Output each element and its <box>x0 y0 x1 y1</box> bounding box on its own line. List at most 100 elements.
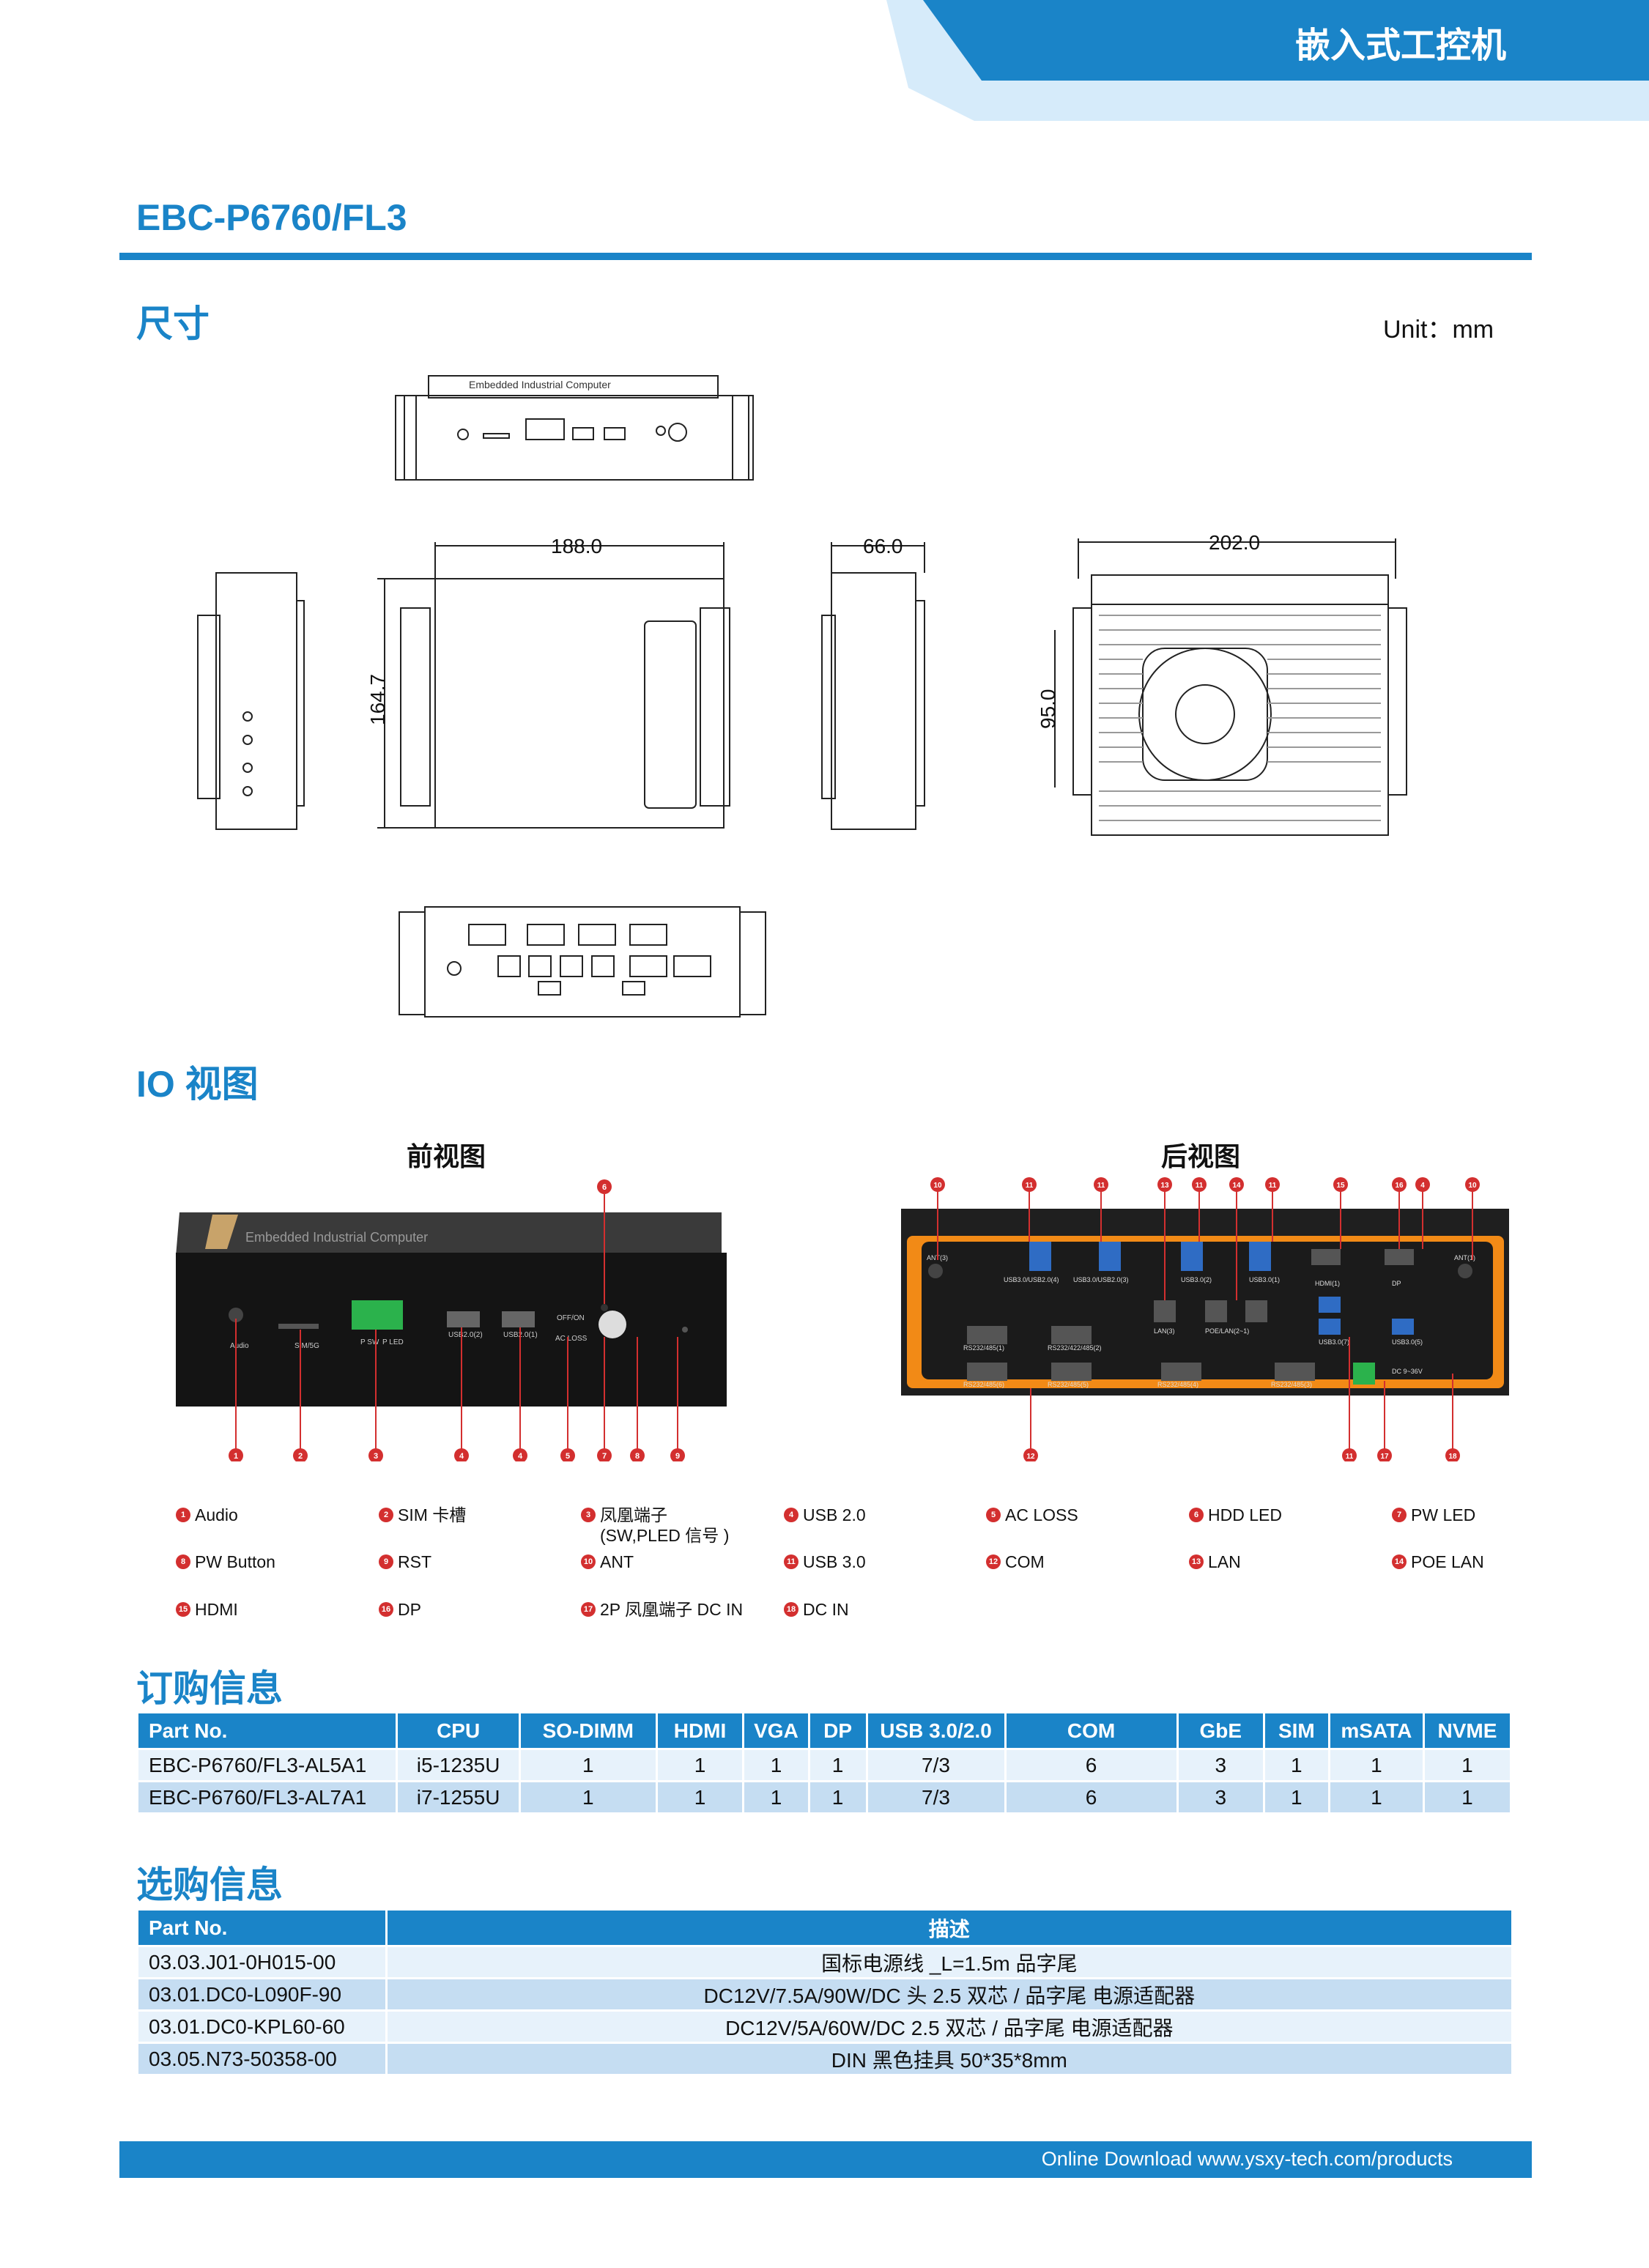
table-cell: DC12V/7.5A/90W/DC 头 2.5 双芯 / 品字尾 电源适配器 <box>385 1977 1514 2012</box>
table-cell: EBC-P6760/FL3-AL5A1 <box>136 1748 399 1782</box>
legend-label: SIM 卡槽 <box>398 1505 467 1524</box>
front-marker-9: 9 <box>675 1452 680 1461</box>
legend-item: 9 RST <box>379 1552 431 1572</box>
options-table: Part No. 描述 03.03.J01-0H015-00 国标电源线 _L=… <box>136 1908 1514 2076</box>
rear-marker-18: 18 <box>1448 1453 1457 1461</box>
front-label-audio: Audio <box>230 1342 249 1350</box>
col-header: mSATA <box>1327 1711 1425 1750</box>
rear-photo: ANT(3) USB3.0/USB2.0(4) USB3.0/USB2.0(3)… <box>901 1177 1509 1461</box>
rear-marker-11c: 11 <box>1196 1182 1204 1190</box>
footer-bar: Online Download www.ysxy-tech.com/produc… <box>119 2141 1532 2178</box>
legend-dot: 14 <box>1392 1554 1407 1569</box>
table-cell: 6 <box>1004 1780 1179 1815</box>
legend-label: LAN <box>1208 1552 1241 1571</box>
table-cell: 7/3 <box>865 1780 1007 1815</box>
case-label-top: Embedded Industrial Computer <box>469 379 611 390</box>
front-marker-1: 1 <box>234 1452 238 1461</box>
front-view-title: 前视图 <box>407 1141 486 1171</box>
title-rule <box>119 253 1532 260</box>
rear-marker-10b: 10 <box>1468 1182 1477 1190</box>
rear-marker-10a: 10 <box>933 1182 942 1190</box>
footer-link[interactable]: Online Download www.ysxy-tech.com/produc… <box>1041 2148 1453 2170</box>
section-ordering-title: 订购信息 <box>136 1668 283 1709</box>
legend-label: HDD LED <box>1208 1505 1282 1524</box>
rear-marker-11a: 11 <box>1026 1182 1034 1190</box>
legend-item: 13 LAN <box>1189 1552 1241 1572</box>
legend-item: 12 COM <box>986 1552 1045 1572</box>
table-cell: 1 <box>1422 1748 1513 1782</box>
legend-label: USB 2.0 <box>803 1505 866 1524</box>
legend-item: 4 USB 2.0 <box>784 1505 866 1525</box>
legend-label: 凤凰端子 <box>600 1505 667 1524</box>
legend-dot: 3 <box>581 1508 596 1522</box>
table-cell: 1 <box>742 1748 810 1782</box>
front-photo: Embedded Industrial Computer Audio SIM/5… <box>176 1179 727 1461</box>
table-cell: 6 <box>1004 1748 1179 1782</box>
section-options-title: 选购信息 <box>136 1864 283 1905</box>
col-header: SIM <box>1262 1711 1330 1750</box>
rear-label-usb1: USB3.0(1) <box>1249 1276 1280 1283</box>
rear-marker-4: 4 <box>1420 1182 1425 1190</box>
legend-dot: 10 <box>581 1554 596 1569</box>
legend-item: 14 POE LAN <box>1392 1552 1484 1572</box>
col-header: GbE <box>1176 1711 1265 1750</box>
table-cell: DC12V/5A/60W/DC 2.5 双芯 / 品字尾 电源适配器 <box>385 2009 1514 2044</box>
col-header: Part No. <box>136 1908 388 1947</box>
table-cell: 1 <box>1262 1780 1330 1815</box>
rear-label-hdmi: HDMI(1) <box>1315 1280 1340 1287</box>
table-cell: 1 <box>742 1780 810 1815</box>
table-cell: i7-1255U <box>396 1780 521 1815</box>
unit-label: Unit：mm <box>1383 316 1494 344</box>
legend-dot: 11 <box>784 1554 798 1569</box>
section-io-title: IO 视图 <box>136 1064 259 1105</box>
legend-label: USB 3.0 <box>803 1552 866 1571</box>
table-cell: 国标电源线 _L=1.5m 品字尾 <box>385 1945 1514 1979</box>
front-marker-2: 2 <box>298 1452 303 1461</box>
legend-dot: 1 <box>176 1508 190 1522</box>
table-cell: 1 <box>1327 1780 1425 1815</box>
legend-dot: 4 <box>784 1508 798 1522</box>
section-dimensions-title: 尺寸 <box>136 303 210 344</box>
dim-depth: 164.7 <box>366 674 389 725</box>
rear-label-dp: DP <box>1392 1280 1401 1287</box>
rear-label-com2: RS232/422/485(2) <box>1048 1344 1102 1352</box>
legend-label: COM <box>1005 1552 1045 1571</box>
rear-label-dcin: DC 9~36V <box>1392 1368 1423 1375</box>
front-label-acloss: AC LOSS <box>555 1335 588 1343</box>
rear-label-ant1: ANT(1) <box>1454 1254 1475 1261</box>
table-cell: 1 <box>1262 1748 1330 1782</box>
legend-dot: 12 <box>986 1554 1001 1569</box>
rear-label-poelan: POE/LAN(2~1) <box>1205 1327 1249 1335</box>
drawing-rear <box>399 906 766 1018</box>
legend-sublabel: (SW,PLED 信号 ) <box>600 1526 730 1545</box>
table-cell: DIN 黑色挂具 50*35*8mm <box>385 2042 1514 2076</box>
legend-dot: 5 <box>986 1508 1001 1522</box>
rear-marker-11e: 11 <box>1346 1453 1354 1461</box>
rear-marker-11b: 11 <box>1097 1182 1105 1190</box>
legend-label: RST <box>398 1552 431 1571</box>
front-marker-4b: 4 <box>518 1452 523 1461</box>
front-label-usb2-2: USB2.0(2) <box>448 1331 483 1339</box>
col-header: SO-DIMM <box>518 1711 658 1750</box>
header-category: 嵌入式工控机 <box>1295 26 1507 65</box>
rear-marker-11d: 11 <box>1269 1182 1277 1190</box>
legend-dot: 13 <box>1189 1554 1204 1569</box>
table-cell: i5-1235U <box>396 1748 521 1782</box>
rear-label-com4: RS232/485(4) <box>1157 1381 1198 1388</box>
header-banner <box>886 0 1649 121</box>
legend-label: POE LAN <box>1411 1552 1484 1571</box>
col-header: HDMI <box>655 1711 745 1750</box>
case-label-front: Embedded Industrial Computer <box>245 1230 428 1245</box>
rear-marker-16: 16 <box>1395 1182 1404 1190</box>
legend-dot: 9 <box>379 1554 393 1569</box>
